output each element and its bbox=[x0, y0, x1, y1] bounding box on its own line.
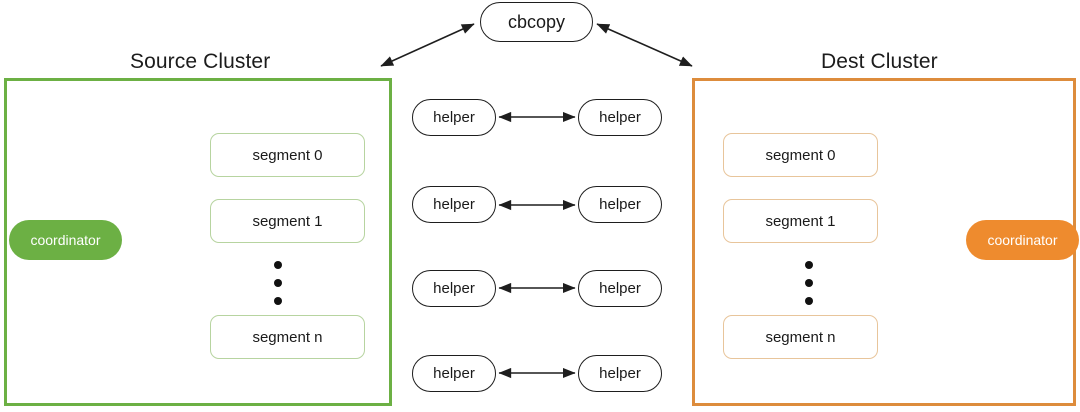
helper-row-1-left-label: helper bbox=[433, 109, 475, 126]
source-segment-n-label: segment n bbox=[252, 328, 323, 346]
helper-row-4-right-label: helper bbox=[599, 365, 641, 382]
ellipsis-dot bbox=[805, 279, 813, 287]
helper-row-1-right-label: helper bbox=[599, 109, 641, 126]
helper-row-3-left-label: helper bbox=[433, 280, 475, 297]
helper-row-3-left[interactable]: helper bbox=[412, 270, 496, 307]
source-segment-0[interactable]: segment 0 bbox=[210, 133, 365, 177]
source-segment-n[interactable]: segment n bbox=[210, 315, 365, 359]
helper-row-4-right[interactable]: helper bbox=[578, 355, 662, 392]
dest-coordinator-node[interactable]: coordinator bbox=[966, 220, 1079, 260]
dest-segment-1[interactable]: segment 1 bbox=[723, 199, 878, 243]
helper-row-2-left[interactable]: helper bbox=[412, 186, 496, 223]
source-segment-1[interactable]: segment 1 bbox=[210, 199, 365, 243]
source-segments-ellipsis-icon bbox=[274, 261, 283, 305]
ellipsis-dot bbox=[805, 297, 813, 305]
cbcopy-node[interactable]: cbcopy bbox=[480, 2, 593, 42]
source-cluster-title: Source Cluster bbox=[130, 50, 271, 73]
helper-row-1-left[interactable]: helper bbox=[412, 99, 496, 136]
dest-segment-0[interactable]: segment 0 bbox=[723, 133, 878, 177]
dest-segment-n[interactable]: segment n bbox=[723, 315, 878, 359]
helper-row-2-right-label: helper bbox=[599, 196, 641, 213]
helper-row-3-right[interactable]: helper bbox=[578, 270, 662, 307]
ellipsis-dot bbox=[274, 261, 282, 269]
cbcopy-label: cbcopy bbox=[507, 11, 566, 32]
arrow-cbcopy-to-dest bbox=[596, 23, 693, 67]
source-coordinator-label: coordinator bbox=[30, 232, 101, 248]
helper-row-1-right[interactable]: helper bbox=[578, 99, 662, 136]
helper-row-2-right[interactable]: helper bbox=[578, 186, 662, 223]
dest-segments-ellipsis-icon bbox=[805, 261, 814, 305]
source-coordinator-node[interactable]: coordinator bbox=[9, 220, 122, 260]
helper-row-3-right-label: helper bbox=[599, 280, 641, 297]
dest-segment-0-label: segment 0 bbox=[765, 146, 836, 164]
arrow-cbcopy-to-source bbox=[380, 23, 475, 67]
helper-row-2-left-label: helper bbox=[433, 196, 475, 213]
helper-row-4-left[interactable]: helper bbox=[412, 355, 496, 392]
ellipsis-dot bbox=[274, 279, 282, 287]
dest-cluster-title: Dest Cluster bbox=[821, 50, 938, 73]
ellipsis-dot bbox=[274, 297, 282, 305]
source-segment-0-label: segment 0 bbox=[252, 146, 323, 164]
dest-segment-1-label: segment 1 bbox=[765, 212, 836, 230]
dest-segment-n-label: segment n bbox=[765, 328, 836, 346]
source-segment-1-label: segment 1 bbox=[252, 212, 323, 230]
helper-row-4-left-label: helper bbox=[433, 365, 475, 382]
ellipsis-dot bbox=[805, 261, 813, 269]
dest-coordinator-label: coordinator bbox=[987, 232, 1058, 248]
